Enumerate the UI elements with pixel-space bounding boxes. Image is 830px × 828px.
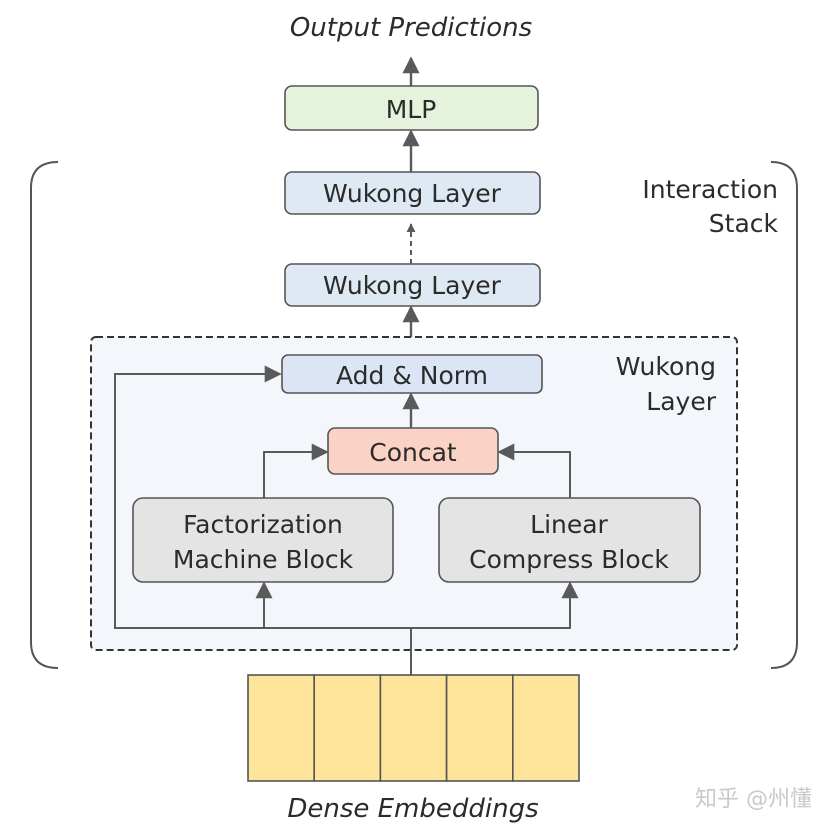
wukong-layer-second-label: Wukong Layer [323,271,502,300]
embedding-cell [445,674,514,782]
mlp-label: MLP [386,95,437,124]
factorization-machine-block: Factorization Machine Block [132,497,394,583]
lcb-block-label-line1: Linear [530,510,608,539]
arrow-fm-to-concat [263,443,329,498]
add-norm-block: Add & Norm [281,354,543,394]
input-line-to-fm [255,581,411,629]
wukong-layer-label-line2: Layer [646,387,716,416]
watermark: 知乎 @州懂 [695,787,812,812]
embedding-cell [511,674,580,782]
interaction-stack-right-bracket [770,161,798,669]
interaction-stack-left-bracket [30,161,59,669]
wukong-layer-top-box [284,171,541,215]
wukong-layer-top: Wukong Layer [284,171,541,215]
output-predictions-label: Output Predictions [290,13,532,43]
wukong-layer-second: Wukong Layer [284,263,541,307]
mlp-block: MLP [284,85,539,131]
arrow-lcb-to-concat [497,443,571,498]
add-norm-label: Add & Norm [336,361,488,390]
concat-block: Concat [327,427,499,475]
interaction-stack-label-line1: Interaction [642,175,778,204]
dense-embeddings-label: Dense Embeddings [287,794,538,824]
embedding-cell [313,674,382,782]
lcb-block-label-line2: Compress Block [469,545,669,574]
linear-compress-block: Linear Compress Block [438,497,701,583]
interaction-stack-label-line2: Stack [709,209,779,238]
concat-label: Concat [369,438,457,467]
embedding-cell [247,674,315,782]
input-line-to-lcb [411,581,579,629]
wukong-layer-label-line1: Wukong [616,352,716,381]
wukong-layer-top-label: Wukong Layer [323,179,502,208]
fm-block-label-line2: Machine Block [173,545,354,574]
embedding-cell [379,674,448,782]
fm-block-label-line1: Factorization [183,510,343,539]
dense-embeddings [247,674,580,782]
